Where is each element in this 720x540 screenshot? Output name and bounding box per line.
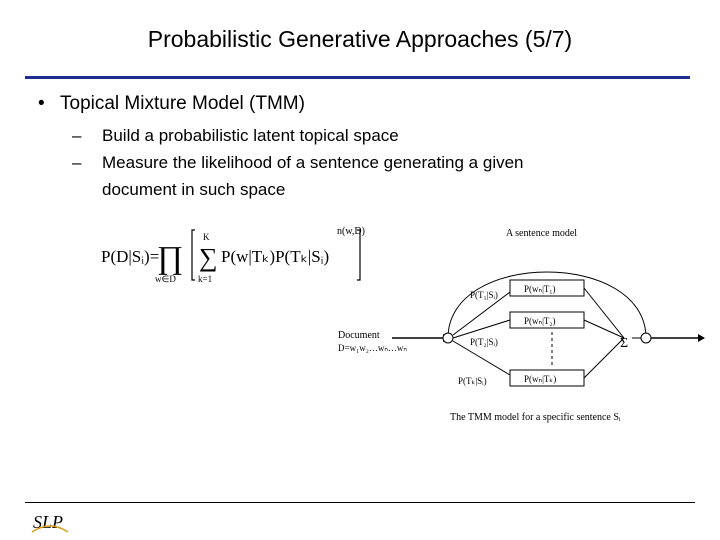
- sub-dash: –: [72, 153, 82, 172]
- branch-line-3: [452, 340, 511, 376]
- weight-label-2: P(T₂|Sᵢ): [470, 337, 498, 347]
- converge-line-3: [583, 337, 625, 379]
- formula-lhs: P(D|Sᵢ)=: [101, 247, 159, 266]
- product-symbol: ∏: [157, 239, 183, 275]
- sum-upper-limit: K: [203, 232, 210, 242]
- weight-label-3: P(Tₖ|Sᵢ): [458, 376, 487, 386]
- start-node: [442, 332, 454, 344]
- product-subscript: w∈D: [155, 274, 176, 284]
- slide-title: Probabilistic Generative Approaches (5/7…: [147, 26, 573, 52]
- converge-line-2: [583, 319, 625, 339]
- topic-box-3-label: P(wₙ|Tₖ): [524, 374, 556, 384]
- formula-terms: P(w|Tₖ)P(Tₖ|Sᵢ): [221, 247, 329, 266]
- bracket-left: [191, 229, 195, 281]
- end-node: [640, 332, 652, 344]
- bullet-dot: •: [38, 93, 45, 114]
- slp-logo: SLP: [31, 512, 69, 533]
- tmm-formula: P(D|Sᵢ)= ∏ w∈D K ∑ k=1 P(w|Tₖ)P(Tₖ|Sᵢ) n…: [101, 226, 365, 284]
- bracket-right: [357, 229, 361, 281]
- sentence-model-label: A sentence model: [506, 228, 577, 239]
- branch-line-2: [452, 319, 511, 339]
- sum-node-symbol: Σ: [620, 336, 628, 351]
- document-words: D=w₁w₂…wₙ…wₙ: [338, 343, 407, 353]
- converge-line-1: [583, 287, 625, 339]
- footer-divider: [25, 502, 695, 503]
- sub-text-continuation: document in such space: [102, 180, 286, 199]
- branch-line-1: [452, 291, 511, 336]
- diagram-caption: The TMM model for a specific sentence Sᵢ: [450, 412, 621, 423]
- document-label: Document: [338, 330, 380, 341]
- sum-lower-limit: k=1: [198, 274, 212, 284]
- sub-dash: –: [72, 126, 82, 145]
- bullet-text: Topical Mixture Model (TMM): [60, 93, 305, 114]
- sub-text: Build a probabilistic latent topical spa…: [102, 126, 399, 145]
- sub-item-2: – Measure the likelihood of a sentence ge…: [72, 149, 524, 203]
- sentence-model-arc: [447, 271, 647, 339]
- formula-exponent: n(w,D): [337, 226, 365, 237]
- topic-box-1-label: P(wₙ|T₁): [524, 284, 556, 294]
- tmm-diagram: A sentence model Document D=w₁w₂…wₙ…wₙ P…: [338, 228, 705, 423]
- logo-swoosh: [31, 525, 69, 533]
- sum-symbol: ∑: [199, 243, 218, 272]
- weight-label-1: P(T₁|Sᵢ): [470, 290, 498, 300]
- topic-box-2-label: P(wₙ|T₂): [524, 316, 556, 326]
- title-divider: [25, 76, 690, 79]
- sub-text: Measure the likelihood of a sentence gen…: [102, 153, 524, 172]
- bullet-item: • Topical Mixture Model (TMM): [38, 93, 305, 115]
- output-arrowhead: [698, 334, 705, 342]
- sub-item-1: – Build a probabilistic latent topical sp…: [72, 122, 399, 149]
